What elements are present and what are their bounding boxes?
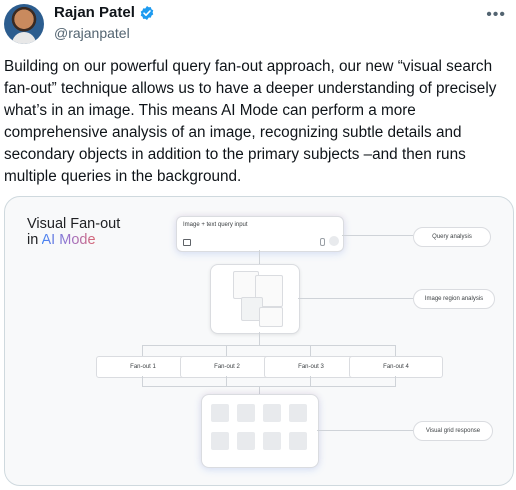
connector	[395, 345, 396, 356]
grid-thumbnail	[211, 432, 229, 450]
fanout-2: Fan-out 2	[180, 356, 274, 378]
diagram-subtitle-highlight: AI Mode	[41, 232, 96, 248]
grid-thumbnail	[237, 404, 255, 422]
grid-thumbnail	[263, 432, 281, 450]
image-region-box	[210, 264, 300, 334]
image-icon	[183, 239, 191, 246]
query-input-box: Image + text query input	[176, 216, 344, 252]
connector	[395, 376, 396, 386]
image-region-analysis-label: Image region analysis	[413, 289, 495, 309]
fanout-4: Fan-out 4	[349, 356, 443, 378]
tweet-text: Building on our powerful query fan-out a…	[4, 58, 497, 185]
grid-thumbnail	[211, 404, 229, 422]
connector	[342, 235, 413, 236]
grid-thumbnail	[263, 404, 281, 422]
connector	[310, 376, 311, 386]
mic-icon	[320, 238, 325, 246]
fanout-1: Fan-out 1	[96, 356, 190, 378]
grid-thumbnail	[289, 432, 307, 450]
visual-grid-box	[201, 394, 319, 468]
connector	[317, 430, 413, 431]
diagram-title: Visual Fan-out	[27, 216, 121, 232]
fanout-3: Fan-out 3	[264, 356, 358, 378]
region-tile	[259, 307, 283, 327]
connector	[310, 345, 311, 356]
author-handle[interactable]: @rajanpatel	[54, 25, 130, 41]
send-icon	[329, 236, 339, 246]
verified-badge-icon	[139, 5, 155, 21]
grid-thumbnail	[237, 432, 255, 450]
visual-grid-response-label: Visual grid response	[413, 421, 493, 441]
connector	[226, 376, 227, 386]
avatar[interactable]	[4, 4, 44, 44]
ellipsis-icon[interactable]: •••	[486, 6, 506, 23]
connector	[142, 345, 396, 346]
connector	[259, 250, 260, 264]
connector	[142, 376, 143, 386]
connector	[226, 345, 227, 356]
tweet-media-diagram[interactable]: Visual Fan-out in AI Mode Image + text q…	[4, 196, 514, 486]
display-name[interactable]: Rajan Patel	[54, 4, 135, 21]
diagram-subtitle-prefix: in	[27, 232, 42, 248]
diagram-subtitle: in AI Mode	[27, 233, 96, 248]
connector	[298, 298, 413, 299]
connector	[259, 386, 260, 394]
grid-thumbnail	[289, 404, 307, 422]
connector	[142, 345, 143, 356]
connector	[259, 332, 260, 345]
query-input-label: Image + text query input	[183, 222, 248, 228]
author-name-row: Rajan Patel	[54, 4, 155, 21]
region-tile	[233, 271, 259, 299]
connector	[142, 386, 396, 387]
query-analysis-label: Query analysis	[413, 227, 491, 247]
